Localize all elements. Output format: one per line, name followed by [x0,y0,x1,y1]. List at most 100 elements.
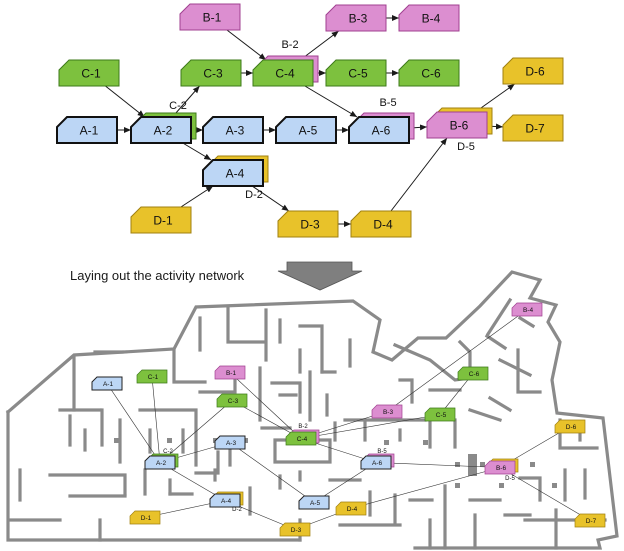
node-tag-shape [144,455,176,470]
stacked-label: C-2 [169,100,187,112]
floor-node-b-3: B-3 [371,404,403,419]
floor-node-d-3: D-3 [279,522,311,537]
down-arrow-icon [277,261,363,291]
network-edge-arrow [251,185,290,212]
floor-plan-stacked-tags [147,429,519,506]
floor-node-d-6: D-6 [554,419,586,434]
node-tag-shape [136,369,168,384]
node-label: B-1 [226,370,237,377]
network-node-c-1: C-1 [58,59,120,87]
network-edge-arrow [226,29,267,61]
node-label: A-3 [226,440,237,447]
node-tag-shape [325,4,387,32]
node-label: A-2 [154,124,173,138]
floor-node-c-4: C-4 [285,431,317,446]
network-node-a-6: A-6 [348,116,410,144]
node-label: D-6 [525,65,545,79]
node-label: C-1 [148,374,159,381]
node-tag-shape [426,111,488,139]
network-edge-arrow [475,83,515,113]
node-tag-shape [424,407,456,422]
floor-node-b-6: B-6 [484,460,516,475]
floor-node-d-1: D-1 [129,510,161,525]
floor-node-b-1: B-1 [214,365,246,380]
node-label: B-6 [450,119,469,133]
node-tag-shape [56,116,118,144]
network-node-a-3: A-3 [202,116,264,144]
node-label: C-1 [81,67,101,81]
floor-node-a-6: A-6 [360,455,392,470]
floor-plan-edge [229,442,315,503]
network-node-a-1: A-1 [56,116,118,144]
floor-plan-edge [375,462,501,468]
network-edges [105,15,515,227]
node-tag-shape [502,57,564,85]
node-tag-shape [130,206,192,234]
node-label: C-6 [469,371,480,378]
network-node-c-5: C-5 [325,59,387,87]
network-node-b-1: B-1 [179,3,241,31]
node-tag-shape [554,419,586,434]
node-tag-shape [360,455,392,470]
floor-node-c-5: C-5 [424,407,456,422]
floor-node-d-4: D-4 [335,501,367,516]
floor-plan-edge [151,376,161,463]
network-node-d-1: D-1 [130,206,192,234]
node-label: D-4 [373,218,393,232]
floor-node-c-1: C-1 [136,369,168,384]
network-edge-arrow [172,85,200,118]
node-tag-shape [91,376,123,391]
network-node-b-4: B-4 [398,4,460,32]
node-label: C-4 [275,67,295,81]
node-tag-shape [216,393,248,408]
network-edge-arrow [390,137,448,212]
floor-plan-edge [229,372,302,439]
stacked-label: D-5 [505,476,515,482]
node-label: A-6 [372,460,383,467]
node-tag-shape [285,431,317,446]
node-label: B-4 [523,307,534,314]
stacked-label: B-5 [377,449,387,455]
node-tag-shape [502,114,564,142]
node-label: C-4 [297,436,308,443]
floor-plan-edge [300,414,441,439]
node-tag-shape [179,3,241,31]
network-node-a-2: A-2 [130,116,192,144]
floor-node-b-4: B-4 [511,302,543,317]
node-label: D-3 [300,218,320,232]
node-label: C-3 [228,398,239,405]
stacked-label: B-2 [281,39,298,51]
node-label: A-4 [226,167,245,181]
network-node-d-4: D-4 [350,210,412,238]
floor-node-a-1: A-1 [91,376,123,391]
floor-plan-edge [106,383,161,463]
node-tag-shape [398,4,460,32]
node-label: C-5 [348,67,368,81]
node-tag-shape [209,493,241,508]
node-label: A-4 [221,498,232,505]
node-tag-shape [398,59,460,87]
node-label: D-1 [153,214,173,228]
floor-plan-edge [499,467,591,521]
floor-plan-edge [386,309,528,412]
node-tag-shape [350,210,412,238]
network-node-c-6: C-6 [398,59,460,87]
network-node-b-6: B-6 [426,111,488,139]
stacked-label: C-2 [163,449,173,455]
node-label: A-1 [103,381,114,388]
network-edge-arrow [105,85,145,118]
floor-node-a-5: A-5 [298,495,330,510]
node-tag-shape [348,116,410,144]
node-label: A-6 [372,124,391,138]
node-tag-shape [279,522,311,537]
network-node-d-7: D-7 [502,114,564,142]
node-label: B-6 [496,465,507,472]
node-tag-shape [277,210,339,238]
network-node-d-3: D-3 [277,210,339,238]
node-label: B-4 [422,12,441,26]
floor-plan-walls [5,270,619,550]
